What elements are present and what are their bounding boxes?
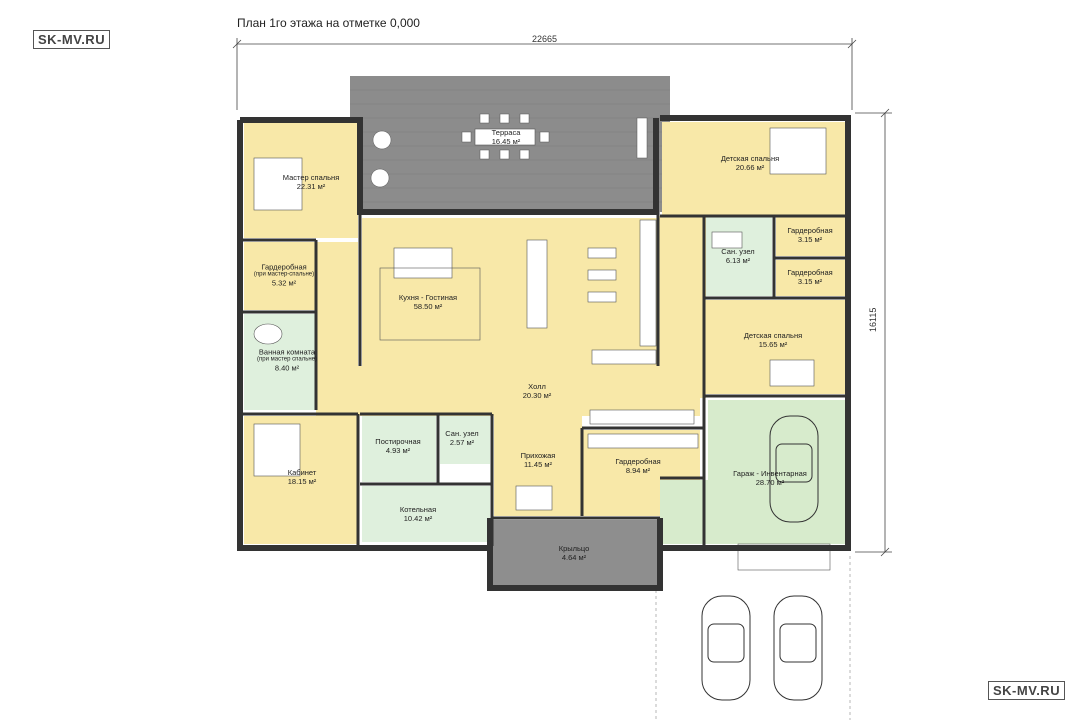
room-label-bathroom: Ванная комната(при мастер спальне)8.40 м… — [257, 347, 317, 373]
plan-title: План 1го этажа на отметке 0,000 — [237, 16, 420, 30]
car-icons — [701, 415, 823, 701]
watermark-top: SK-MV.RU — [33, 30, 111, 49]
furniture — [253, 127, 827, 511]
dimension-lines — [232, 38, 892, 557]
room-label-wardrobe-master: Гардеробная(при мастер-спальне)5.32 м² — [253, 262, 315, 288]
watermark-bottom: SK-MV.RU — [988, 681, 1066, 700]
terrace-table — [474, 128, 536, 146]
room-fills — [244, 122, 846, 588]
dimension-height: 16115 — [868, 307, 878, 332]
dimension-width: 22665 — [532, 34, 558, 44]
